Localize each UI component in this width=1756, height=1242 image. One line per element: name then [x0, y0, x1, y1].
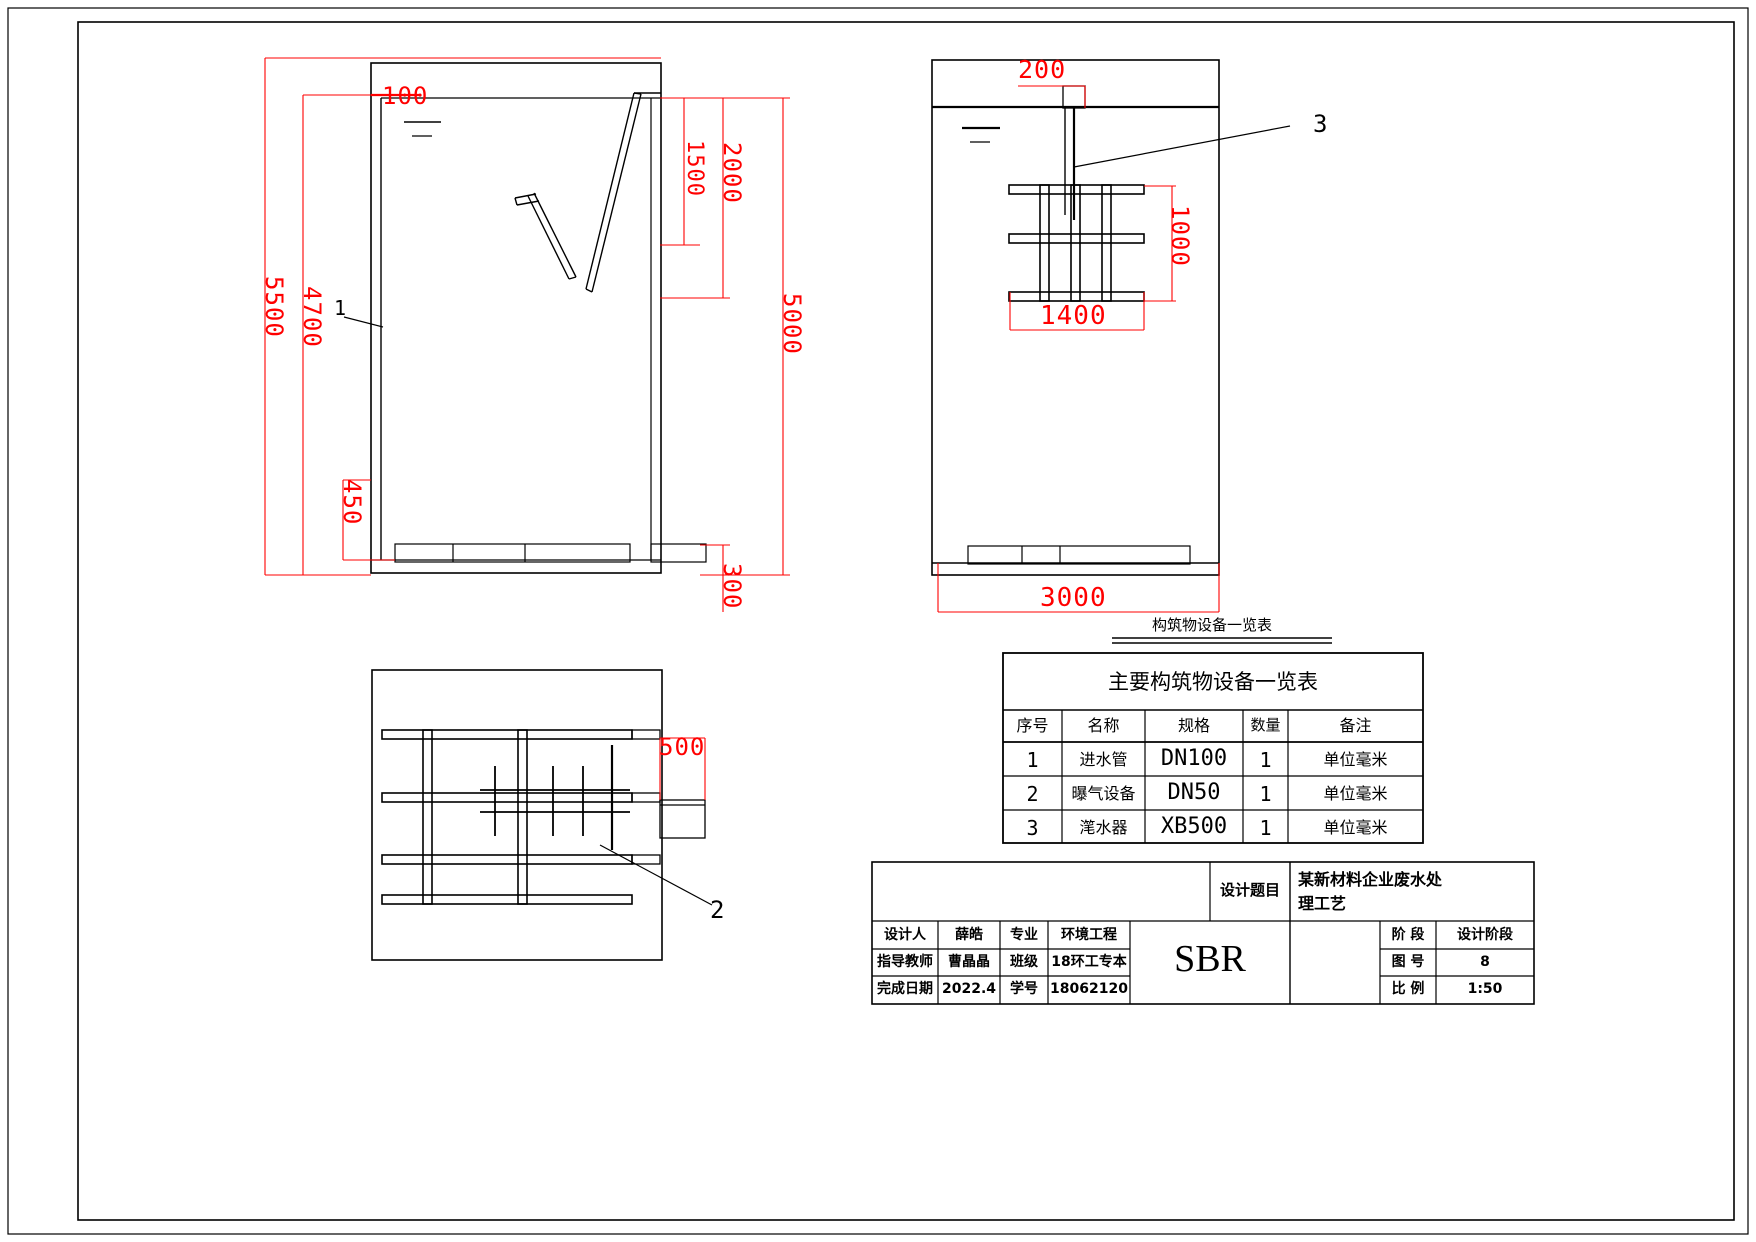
table-row: 1	[1026, 748, 1039, 772]
table-row: 1	[1259, 816, 1272, 840]
title-block-rules	[871, 861, 1535, 1005]
dim-5500: 5500	[260, 276, 288, 338]
equipment-table-header-name: 名称	[1087, 716, 1120, 735]
field-value-scale: 1:50	[1467, 981, 1503, 997]
design-topic-label: 设计题目	[1219, 881, 1280, 899]
plan-view-geometry	[371, 669, 713, 961]
field-value-designer: 薛皓	[955, 927, 983, 943]
field-label-studentid: 学号	[1010, 981, 1038, 997]
table-row: 单位毫米	[1323, 750, 1388, 769]
field-label-advisor: 指导教师	[877, 954, 933, 970]
design-topic-line1: 某新材料企业废水处	[1298, 870, 1443, 889]
dim-1500: 1500	[682, 140, 707, 197]
field-value-studentid: 18062120	[1050, 981, 1128, 997]
dim-100: 100	[382, 82, 429, 110]
field-value-stage: 设计阶段	[1457, 927, 1513, 943]
drawing-name: SBR	[1174, 938, 1246, 980]
side-elevation-geometry	[931, 59, 1291, 576]
dim-450: 450	[338, 479, 366, 526]
equipment-table-header-spec: 规格	[1177, 716, 1210, 735]
dim-2000: 2000	[718, 142, 746, 204]
table-row: 单位毫米	[1323, 818, 1388, 837]
equipment-table-header-remark: 备注	[1339, 716, 1372, 735]
field-label-date: 完成日期	[877, 981, 933, 997]
field-label-stage: 阶 段	[1391, 927, 1425, 943]
dim-5000: 5000	[778, 293, 806, 355]
table-row: 滗水器	[1079, 818, 1128, 837]
field-label-designer: 设计人	[884, 927, 926, 943]
field-label-scale: 比 例	[1391, 981, 1425, 997]
table-row: DN50	[1167, 780, 1221, 805]
callout-3: 3	[1313, 110, 1328, 138]
equipment-table-header-qty: 数量	[1250, 716, 1281, 734]
equipment-table-rules	[1002, 637, 1424, 844]
equipment-table-title: 主要构筑物设备一览表	[1108, 670, 1318, 694]
sheet-outer-border	[7, 7, 1749, 1235]
equipment-table-caption: 构筑物设备一览表	[1152, 616, 1273, 634]
table-row: 1	[1259, 748, 1272, 772]
front-elevation-dimensions	[264, 57, 790, 612]
sheet-inner-border	[77, 21, 1735, 1221]
callout-2: 2	[710, 896, 725, 924]
table-row: 进水管	[1079, 750, 1128, 769]
field-label-class: 班级	[1010, 954, 1038, 970]
field-label-major: 专业	[1010, 927, 1038, 943]
dim-500: 500	[659, 733, 706, 761]
field-value-major: 环境工程	[1061, 927, 1117, 943]
dim-200: 200	[1018, 55, 1067, 84]
side-elevation-dimensions	[937, 85, 1220, 613]
field-value-drawing-no: 8	[1480, 954, 1490, 970]
field-label-drawing-no: 图 号	[1391, 954, 1425, 970]
table-row: XB500	[1160, 814, 1228, 839]
field-value-class: 18环工专本	[1051, 954, 1127, 970]
dim-3000: 3000	[1040, 583, 1107, 613]
table-row: 曝气设备	[1071, 784, 1136, 803]
dim-4700: 4700	[298, 286, 326, 348]
front-elevation-geometry	[343, 62, 707, 574]
design-topic-line2: 理工艺	[1298, 894, 1347, 913]
field-value-advisor: 曹晶晶	[948, 954, 990, 970]
table-row: 单位毫米	[1323, 784, 1388, 803]
plan-view-dimensions	[659, 737, 706, 800]
field-value-date: 2022.4	[941, 981, 997, 997]
dim-300: 300	[718, 563, 746, 610]
dim-1000: 1000	[1166, 205, 1194, 267]
table-row: 1	[1259, 782, 1272, 806]
dim-1400: 1400	[1040, 301, 1107, 331]
table-row: 3	[1026, 816, 1039, 840]
callout-1: 1	[334, 296, 347, 320]
equipment-table-header-no: 序号	[1016, 716, 1049, 735]
table-row: DN100	[1160, 746, 1228, 771]
table-row: 2	[1026, 782, 1039, 806]
